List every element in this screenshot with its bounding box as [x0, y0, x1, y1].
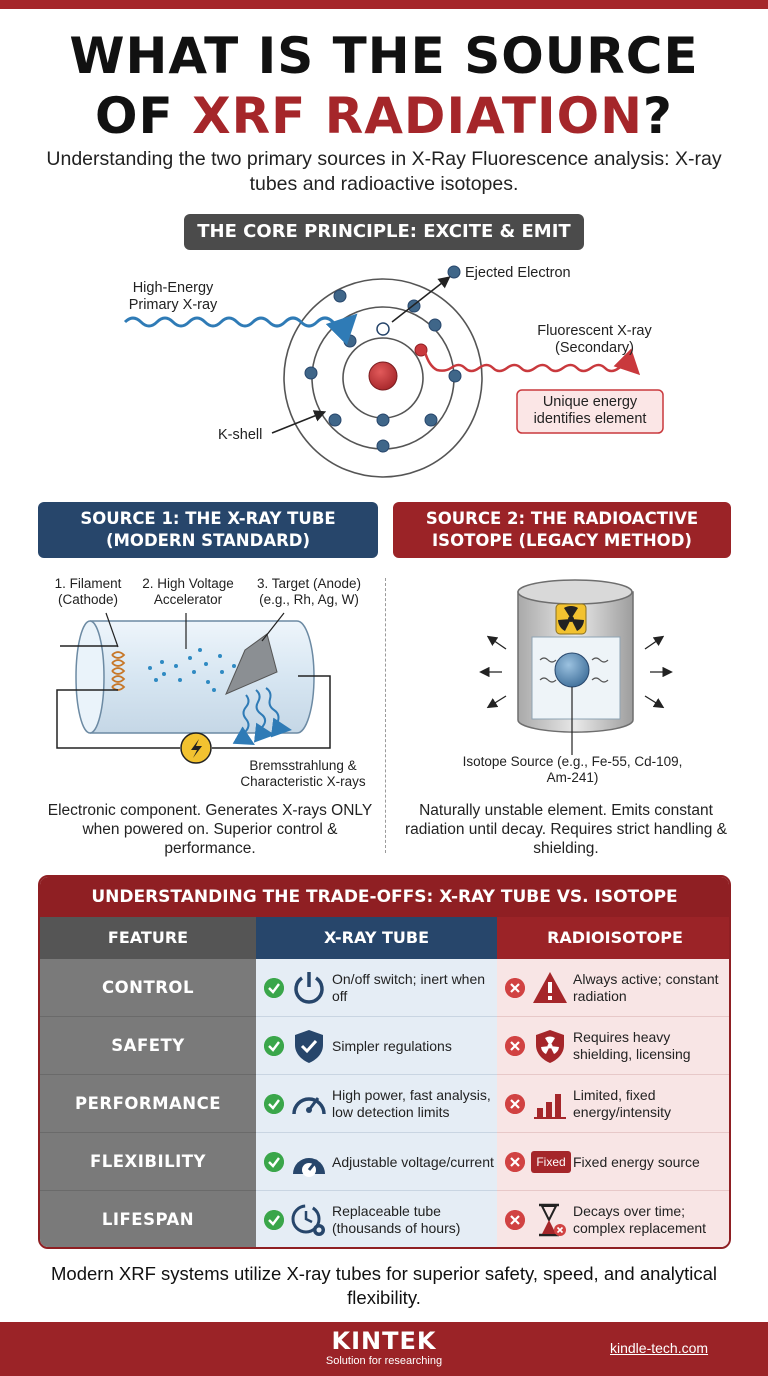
atom-diagram	[283, 265, 483, 478]
isotope-source-label: Isotope Source (e.g., Fe-55, Cd-109, Am-…	[462, 754, 683, 785]
tube-cell: On/off switch; inert when off	[256, 959, 497, 1017]
source-2-heading: SOURCE 2: THE RADIOACTIVE ISOTOPE (LEGAC…	[393, 502, 731, 558]
fluorescent-xray-wave	[423, 348, 641, 376]
core-principle-heading: THE CORE PRINCIPLE: EXCITE & EMIT	[184, 214, 584, 250]
feature-cell: LIFESPAN	[40, 1191, 256, 1247]
target-anode-label: 3. Target (Anode) (e.g., Rh, Ag, W)	[256, 576, 362, 607]
header-radioisotope: RADIOISOTOPE	[497, 917, 729, 959]
diagram-graphics	[56, 265, 673, 764]
isotope-text: Decays over time; complex replacement	[573, 1203, 707, 1236]
source-divider	[385, 578, 386, 853]
check-icon	[264, 1094, 284, 1114]
filament-label: 1. Filament (Cathode)	[54, 576, 122, 607]
unique-energy-box	[516, 389, 664, 434]
xray-tube-illustration	[56, 612, 331, 764]
feature-cell: FLEXIBILITY	[40, 1133, 256, 1191]
isotope-text: Fixed energy source	[573, 1153, 700, 1170]
check-icon	[264, 1036, 284, 1056]
clock-gear-icon	[291, 1204, 325, 1236]
header-xray-tube: X-RAY TUBE	[256, 917, 497, 959]
check-icon	[264, 1210, 284, 1230]
unique-energy-label: Unique energy identifies element	[533, 394, 647, 427]
brand-logo: KINTEK	[331, 1327, 437, 1355]
title-suffix: ?	[642, 87, 673, 145]
check-icon	[264, 1152, 284, 1172]
primary-xray-wave	[123, 313, 358, 346]
cross-icon	[505, 1152, 525, 1172]
primary-xray-label: High-Energy Primary X-ray	[128, 280, 218, 313]
table-row: SAFETY Simpler regulations Requires heav…	[40, 1017, 729, 1075]
tube-text: On/off switch; inert when off	[332, 971, 486, 1004]
warning-icon	[533, 972, 567, 1003]
cross-icon	[505, 1036, 525, 1056]
source-2-description: Naturally unstable element. Emits consta…	[405, 802, 727, 857]
tube-cell: Simpler regulations	[256, 1017, 497, 1075]
brand-tagline: Solution for researching	[325, 1355, 443, 1367]
high-voltage-label: 2. High Voltage Accelerator	[142, 576, 234, 607]
footer-bar	[0, 1322, 768, 1376]
tube-cell: Adjustable voltage/current	[256, 1133, 497, 1191]
dial-icon	[293, 1158, 325, 1177]
trade-off-table: UNDERSTANDING THE TRADE-OFFS: X-RAY TUBE…	[38, 875, 731, 1249]
table-row: PERFORMANCE High power, fast analysis, l…	[40, 1075, 729, 1133]
isotope-cell: Limited, fixed energy/intensity	[497, 1075, 729, 1133]
table-row: LIFESPAN Replaceable tube (thousands of …	[40, 1191, 729, 1247]
isotope-cell: Decays over time; complex replacement	[497, 1191, 729, 1247]
source-1-description: Electronic component. Generates X-rays O…	[47, 802, 373, 857]
fixed-tag-icon: Fixed	[531, 1151, 571, 1173]
title-accent: XRF RADIATION	[192, 87, 643, 145]
isotope-canister-illustration	[479, 579, 673, 755]
hourglass-icon	[539, 1203, 566, 1237]
table-row: CONTROL On/off switch; inert when off Al…	[40, 959, 729, 1017]
check-icon	[264, 978, 284, 998]
table-row: FLEXIBILITY Adjustable voltage/current F…	[40, 1133, 729, 1191]
isotope-text: Always active; constant radiation	[573, 971, 719, 1004]
ejected-electron-label: Ejected Electron	[465, 265, 571, 281]
top-accent-bar	[0, 0, 768, 9]
radiation-shield-icon	[536, 1030, 564, 1063]
bremsstrahlung-label: Bremsstrahlung & Characteristic X-rays	[240, 758, 366, 789]
tube-cell: Replaceable tube (thousands of hours)	[256, 1191, 497, 1247]
cross-icon	[505, 1094, 525, 1114]
k-shell-label: K-shell	[218, 427, 263, 443]
page-title: WHAT IS THE SOURCE OF XRF RADIATION?	[0, 26, 768, 146]
tube-text: Replaceable tube (thousands of hours)	[332, 1203, 461, 1236]
title-prefix: OF	[95, 87, 193, 145]
feature-cell: PERFORMANCE	[40, 1075, 256, 1133]
title-line-1: WHAT IS THE SOURCE	[69, 27, 699, 85]
isotope-text: Limited, fixed energy/intensity	[573, 1087, 672, 1120]
isotope-cell: Always active; constant radiation	[497, 959, 729, 1017]
bar-chart-icon	[534, 1094, 566, 1119]
isotope-text: Requires heavy shielding, licensing	[573, 1029, 691, 1062]
subtitle: Understanding the two primary sources in…	[46, 148, 722, 195]
tube-text: Adjustable voltage/current	[332, 1153, 494, 1170]
fluorescent-xray-label: Fluorescent X-ray (Secondary)	[537, 323, 652, 356]
header-feature: FEATURE	[40, 917, 256, 959]
speedometer-icon	[292, 1097, 326, 1115]
tube-cell: High power, fast analysis, low detection…	[256, 1075, 497, 1133]
title-line-2: OF XRF RADIATION?	[0, 86, 768, 146]
feature-cell: SAFETY	[40, 1017, 256, 1075]
cross-icon	[505, 978, 525, 998]
isotope-cell: Fixed Fixed energy source	[497, 1133, 729, 1191]
power-icon	[294, 972, 324, 1004]
website-link[interactable]: kindle-tech.com	[610, 1340, 709, 1356]
tube-text: Simpler regulations	[332, 1037, 452, 1054]
table-title: UNDERSTANDING THE TRADE-OFFS: X-RAY TUBE…	[40, 877, 729, 917]
footer-note: Modern XRF systems utilize X-ray tubes f…	[51, 1263, 717, 1308]
cross-icon	[505, 1210, 525, 1230]
feature-cell: CONTROL	[40, 959, 256, 1017]
source-1-heading: SOURCE 1: THE X-RAY TUBE (MODERN STANDAR…	[38, 502, 378, 558]
tube-text: High power, fast analysis, low detection…	[332, 1087, 491, 1120]
isotope-cell: Requires heavy shielding, licensing	[497, 1017, 729, 1075]
shield-check-icon	[295, 1030, 323, 1063]
